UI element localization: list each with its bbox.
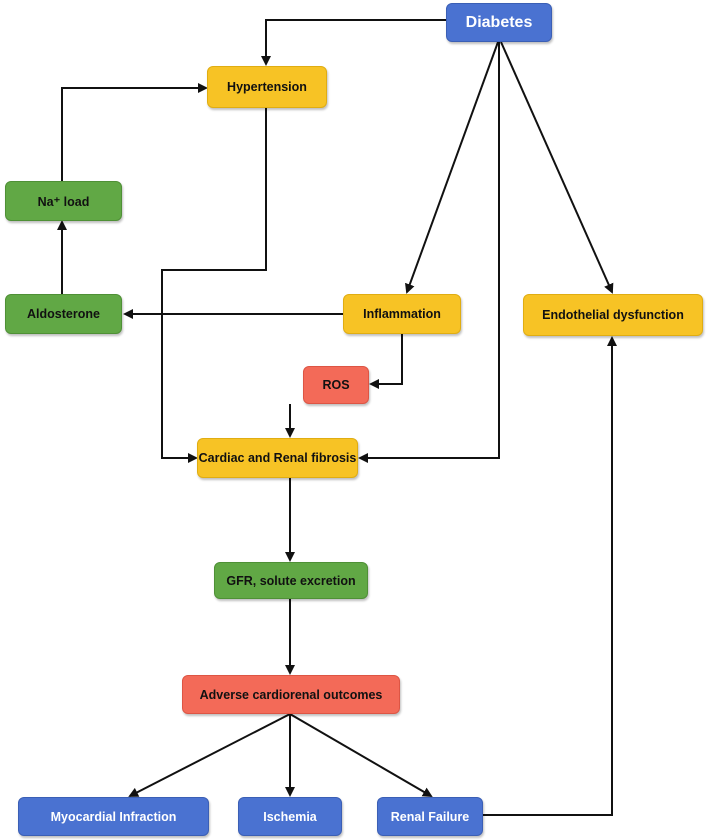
node-renal-failure: Renal Failure: [377, 797, 483, 836]
edge-renalfailure-endothelial: [483, 336, 617, 816]
edge-diabetes-fibrosis: [358, 42, 500, 463]
edge-adverse-renalfailure: [289, 713, 433, 798]
edge-adverse-myocardial: [128, 713, 291, 797]
node-diabetes: Diabetes: [446, 3, 552, 42]
edge-diabetes-inflammation: [405, 41, 499, 294]
edge-diabetes-endothelial: [500, 41, 614, 294]
node-na-load: Na⁺ load: [5, 181, 122, 221]
node-myocardial-infraction: Myocardial Infraction: [18, 797, 209, 836]
node-gfr-solute-excretion: GFR, solute excretion: [214, 562, 368, 599]
edge-inflammation-ros: [369, 334, 403, 389]
node-ischemia: Ischemia: [238, 797, 342, 836]
node-aldosterone: Aldosterone: [5, 294, 122, 334]
edge-hypertension-fibrosis: [161, 108, 267, 463]
edge-diabetes-hypertension: [261, 19, 446, 66]
node-cardiac-renal-fibrosis: Cardiac and Renal fibrosis: [197, 438, 358, 478]
node-ros: ROS: [303, 366, 369, 404]
node-inflammation: Inflammation: [343, 294, 461, 334]
node-adverse-cardiorenal-outcomes: Adverse cardiorenal outcomes: [182, 675, 400, 714]
node-endothelial-dysfunction: Endothelial dysfunction: [523, 294, 703, 336]
edge-naload-hypertension: [61, 83, 208, 181]
node-hypertension: Hypertension: [207, 66, 327, 108]
